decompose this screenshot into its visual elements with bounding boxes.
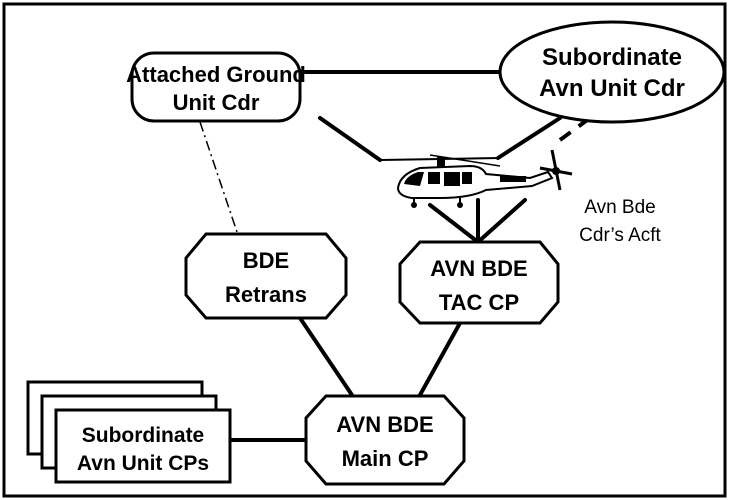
bde-retrans-label-1: BDE — [243, 248, 289, 273]
subordinate-cps-label-1: Subordinate — [82, 424, 205, 447]
node-bde-retrans: BDE Retrans — [184, 232, 348, 320]
subordinate-cdr-label-1: Subordinate — [542, 44, 682, 71]
subordinate-cps-label-2: Avn Unit CPs — [77, 452, 209, 475]
node-tac-cp-octagon — [398, 240, 560, 325]
link-tac-main — [418, 321, 462, 397]
attached-ground-label-2: Unit Cdr — [173, 90, 260, 115]
aircraft-label-1: Avn Bde — [584, 197, 655, 218]
main-cp-label-1: AVN BDE — [336, 412, 433, 437]
node-subordinate-avn-unit-cdr: Subordinate Avn Unit Cdr — [498, 20, 726, 124]
bde-retrans-label-2: Retrans — [225, 282, 307, 307]
main-cp-label-2: Main CP — [342, 446, 429, 471]
node-avn-bde-tac-cp: AVN BDE TAC CP — [398, 240, 560, 325]
link-ground-helo — [318, 116, 382, 162]
node-attached-ground-box — [130, 51, 302, 123]
node-subordinate-cdr-ellipse — [498, 20, 726, 124]
link-subordinate-helo — [496, 116, 562, 160]
link-retrans-main — [298, 316, 354, 397]
link-helo-tac-left — [428, 203, 480, 244]
subordinate-cdr-label-2: Avn Unit Cdr — [539, 75, 685, 102]
attached-ground-label-1: Attached Ground — [126, 62, 306, 87]
node-attached-ground-unit-cdr: Attached Ground Unit Cdr — [126, 51, 306, 123]
stacked-box-front — [54, 408, 232, 484]
tac-cp-label-2: TAC CP — [439, 290, 519, 315]
node-bde-retrans-octagon — [184, 232, 348, 320]
node-subordinate-avn-unit-cps: Subordinate Avn Unit CPs — [26, 380, 232, 484]
link-helo-tac-right — [476, 198, 527, 244]
connection-lines — [199, 70, 592, 442]
node-avn-bde-main-cp: AVN BDE Main CP — [304, 394, 466, 486]
aircraft-label-2: Cdr’s Acft — [579, 225, 661, 246]
node-main-cp-octagon — [304, 394, 466, 486]
helicopter-icon — [379, 149, 573, 208]
tac-cp-label-1: AVN BDE — [430, 256, 527, 281]
